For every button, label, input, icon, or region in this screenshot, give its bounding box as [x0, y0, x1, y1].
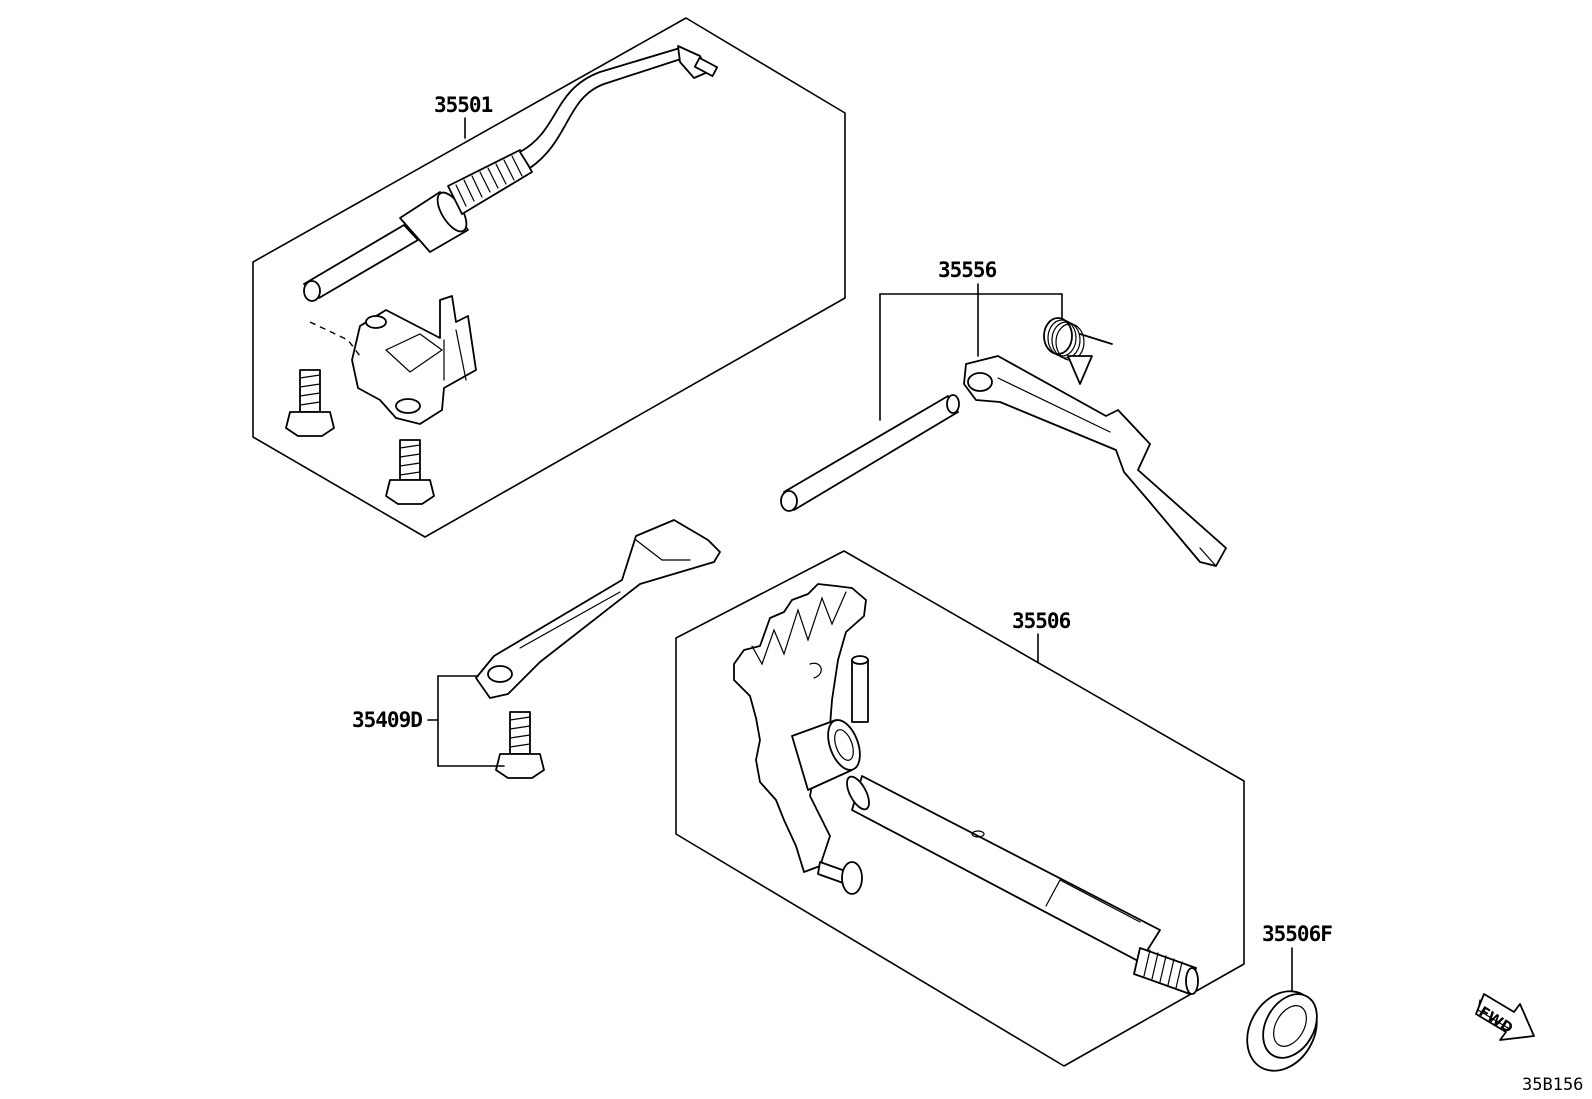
- label-35501: 35501: [434, 93, 493, 117]
- arm-part: [475, 519, 721, 699]
- bolt-right: [385, 439, 435, 505]
- diagram-code: 35B156: [1522, 1075, 1583, 1095]
- bolt-left: [285, 369, 335, 437]
- dashed-guide-line: [309, 321, 361, 357]
- small-pin-part: [851, 655, 869, 723]
- label-35556: 35556: [938, 258, 997, 282]
- label-35506F: 35506F: [1262, 922, 1332, 946]
- leader-35556: [879, 283, 1063, 421]
- stud-part: [817, 861, 863, 895]
- lever-part: [963, 355, 1227, 567]
- cable-rod-part: [303, 45, 719, 302]
- label-35409D: 35409D: [352, 708, 422, 732]
- collar-part: [791, 719, 861, 791]
- bolt-35409D: [495, 711, 545, 779]
- leader-35409D: [427, 675, 505, 767]
- assembly-box-35506: [675, 550, 1245, 1067]
- bracket-part: [351, 295, 477, 425]
- pin-part: [780, 394, 960, 512]
- seal-part: [1246, 990, 1318, 1072]
- label-35506: 35506: [1012, 609, 1071, 633]
- spring-part: [1043, 317, 1113, 385]
- shaft-part: [846, 775, 1199, 995]
- fwd-arrow-icon: FWD: [1475, 993, 1535, 1041]
- assembly-box-35501: [252, 17, 846, 538]
